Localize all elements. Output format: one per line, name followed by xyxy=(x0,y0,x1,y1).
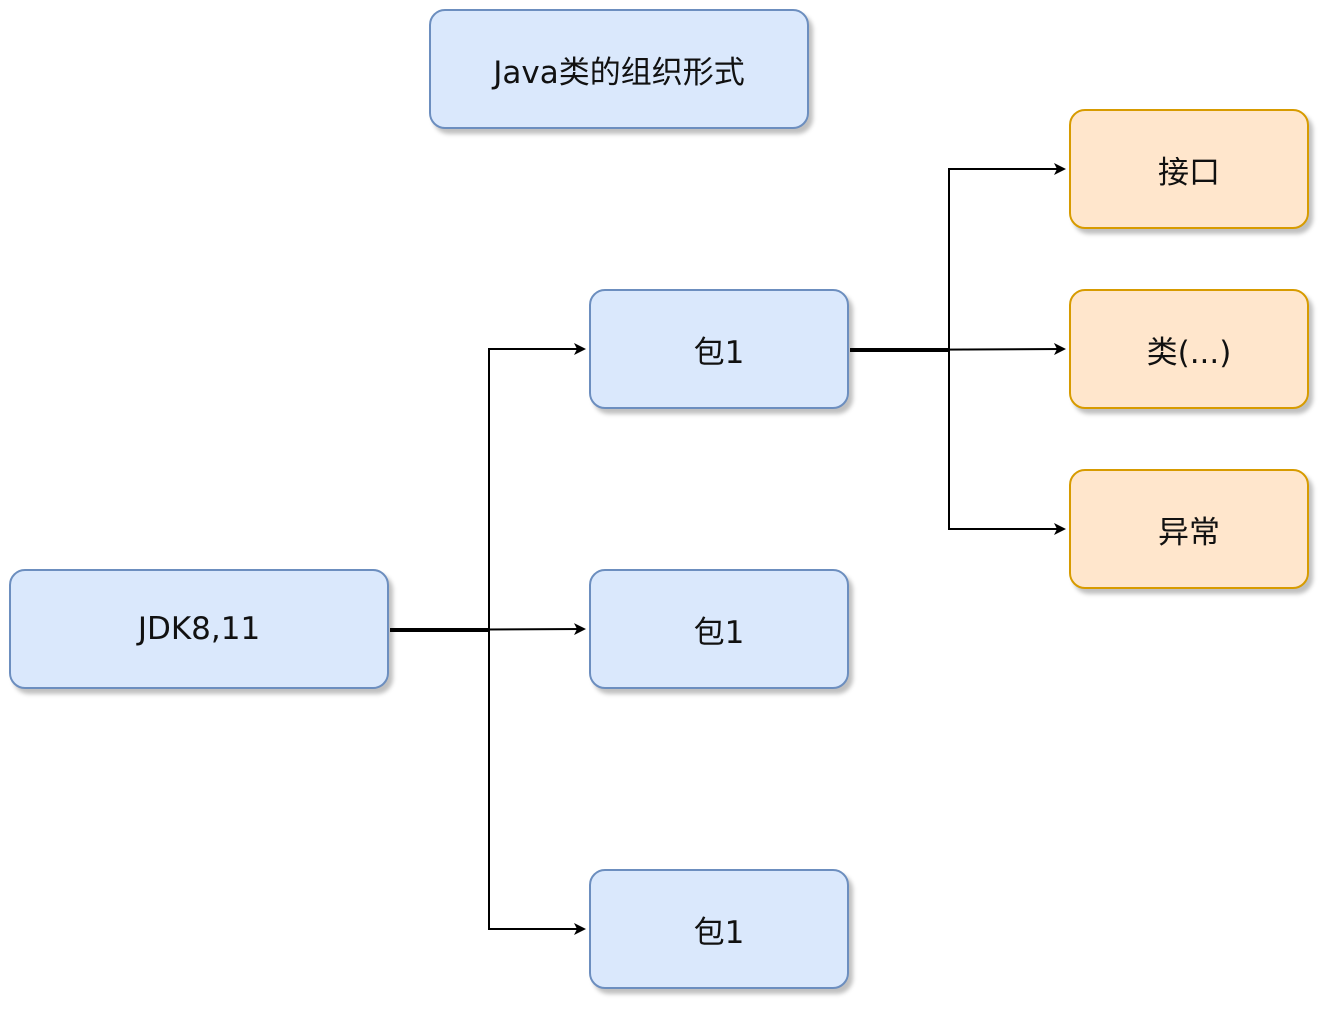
title-label: Java类的组织形式 xyxy=(493,54,745,91)
package-node-1: 包1 xyxy=(589,289,849,409)
package-label: 包1 xyxy=(693,334,745,371)
root-node: JDK8,11 xyxy=(9,569,389,689)
exception-label: 异常 xyxy=(1158,514,1220,551)
class-node: 类(...) xyxy=(1069,289,1309,409)
interface-label: 接口 xyxy=(1158,154,1220,191)
edge-root-to-package-1 xyxy=(390,343,586,631)
interface-node: 接口 xyxy=(1069,109,1309,229)
package-node-2: 包1 xyxy=(589,569,849,689)
edge-package-to-exception xyxy=(850,349,1066,535)
edge-root-to-package-3 xyxy=(390,629,586,935)
root-label: JDK8,11 xyxy=(137,611,261,647)
title-node: Java类的组织形式 xyxy=(429,9,809,129)
package-label: 包1 xyxy=(693,614,745,651)
class-label: 类(...) xyxy=(1146,334,1232,371)
exception-node: 异常 xyxy=(1069,469,1309,589)
package-label: 包1 xyxy=(693,914,745,951)
package-node-3: 包1 xyxy=(589,869,849,989)
edge-package-to-interface xyxy=(850,163,1066,351)
